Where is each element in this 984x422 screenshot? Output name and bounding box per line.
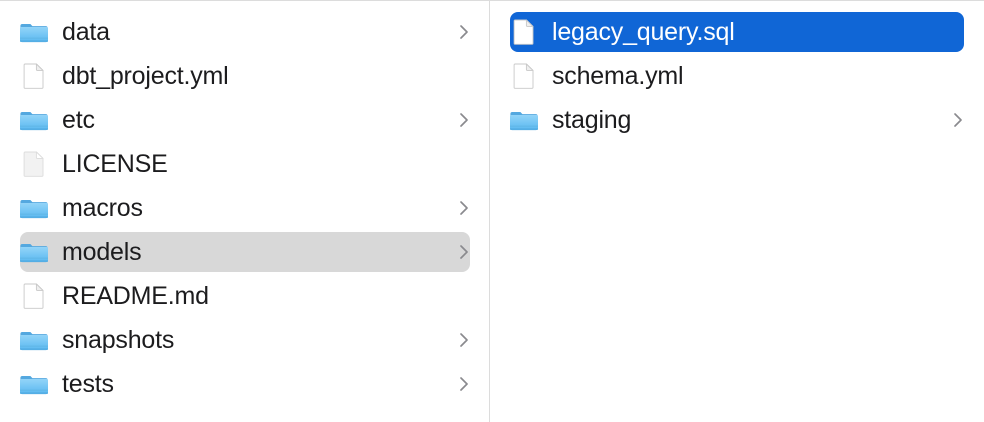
document-icon — [510, 63, 538, 89]
chevron-right-icon[interactable] — [458, 242, 470, 262]
document-plain-icon — [20, 151, 48, 177]
file-name-label: etc — [62, 106, 95, 134]
file-name-label: tests — [62, 370, 114, 398]
chevron-right-icon[interactable] — [952, 110, 964, 130]
row-content: tests — [20, 362, 470, 406]
file-row[interactable]: etc — [0, 98, 489, 142]
folder-icon — [20, 371, 48, 397]
folder-icon — [20, 239, 48, 265]
row-content: models — [20, 230, 470, 274]
file-row[interactable]: dbt_project.yml — [0, 54, 489, 98]
file-row[interactable]: LICENSE — [0, 142, 489, 186]
folder-icon — [20, 107, 48, 133]
file-row[interactable]: legacy_query.sql — [490, 10, 983, 54]
row-selection-highlight — [20, 232, 470, 272]
folder-icon — [20, 19, 48, 45]
folder-icon — [20, 195, 48, 221]
folder-icon — [20, 327, 48, 353]
file-row[interactable]: README.md — [0, 274, 489, 318]
file-row[interactable]: schema.yml — [490, 54, 983, 98]
file-column-parent[interactable]: data dbt_project.yml — [0, 1, 490, 422]
row-content: dbt_project.yml — [20, 54, 470, 98]
file-column-child[interactable]: legacy_query.sql schema.yml — [490, 1, 983, 422]
file-row[interactable]: data — [0, 10, 489, 54]
file-name-label: dbt_project.yml — [62, 62, 229, 90]
chevron-right-icon[interactable] — [458, 330, 470, 350]
file-row[interactable]: tests — [0, 362, 489, 406]
row-content: etc — [20, 98, 470, 142]
row-content: README.md — [20, 274, 470, 318]
row-content: LICENSE — [20, 142, 470, 186]
row-content: data — [20, 10, 470, 54]
row-content: schema.yml — [510, 54, 964, 98]
file-row[interactable]: snapshots — [0, 318, 489, 362]
file-row[interactable]: macros — [0, 186, 489, 230]
file-name-label: staging — [552, 106, 632, 134]
file-name-label: data — [62, 18, 110, 46]
file-name-label: snapshots — [62, 326, 175, 354]
row-content: staging — [510, 98, 964, 142]
row-content: legacy_query.sql — [510, 10, 964, 54]
file-name-label: README.md — [62, 282, 209, 310]
file-name-label: legacy_query.sql — [552, 18, 735, 46]
chevron-right-icon[interactable] — [458, 374, 470, 394]
file-row[interactable]: models — [0, 230, 489, 274]
file-row[interactable]: staging — [490, 98, 983, 142]
folder-icon — [510, 107, 538, 133]
file-name-label: schema.yml — [552, 62, 684, 90]
row-content: snapshots — [20, 318, 470, 362]
file-name-label: LICENSE — [62, 150, 168, 178]
chevron-right-icon[interactable] — [458, 198, 470, 218]
chevron-right-icon[interactable] — [458, 110, 470, 130]
chevron-right-icon[interactable] — [458, 22, 470, 42]
document-icon — [510, 19, 538, 45]
document-icon — [20, 283, 48, 309]
file-name-label: models — [62, 238, 142, 266]
row-content: macros — [20, 186, 470, 230]
row-selection-highlight — [510, 12, 964, 52]
file-name-label: macros — [62, 194, 143, 222]
document-icon — [20, 63, 48, 89]
